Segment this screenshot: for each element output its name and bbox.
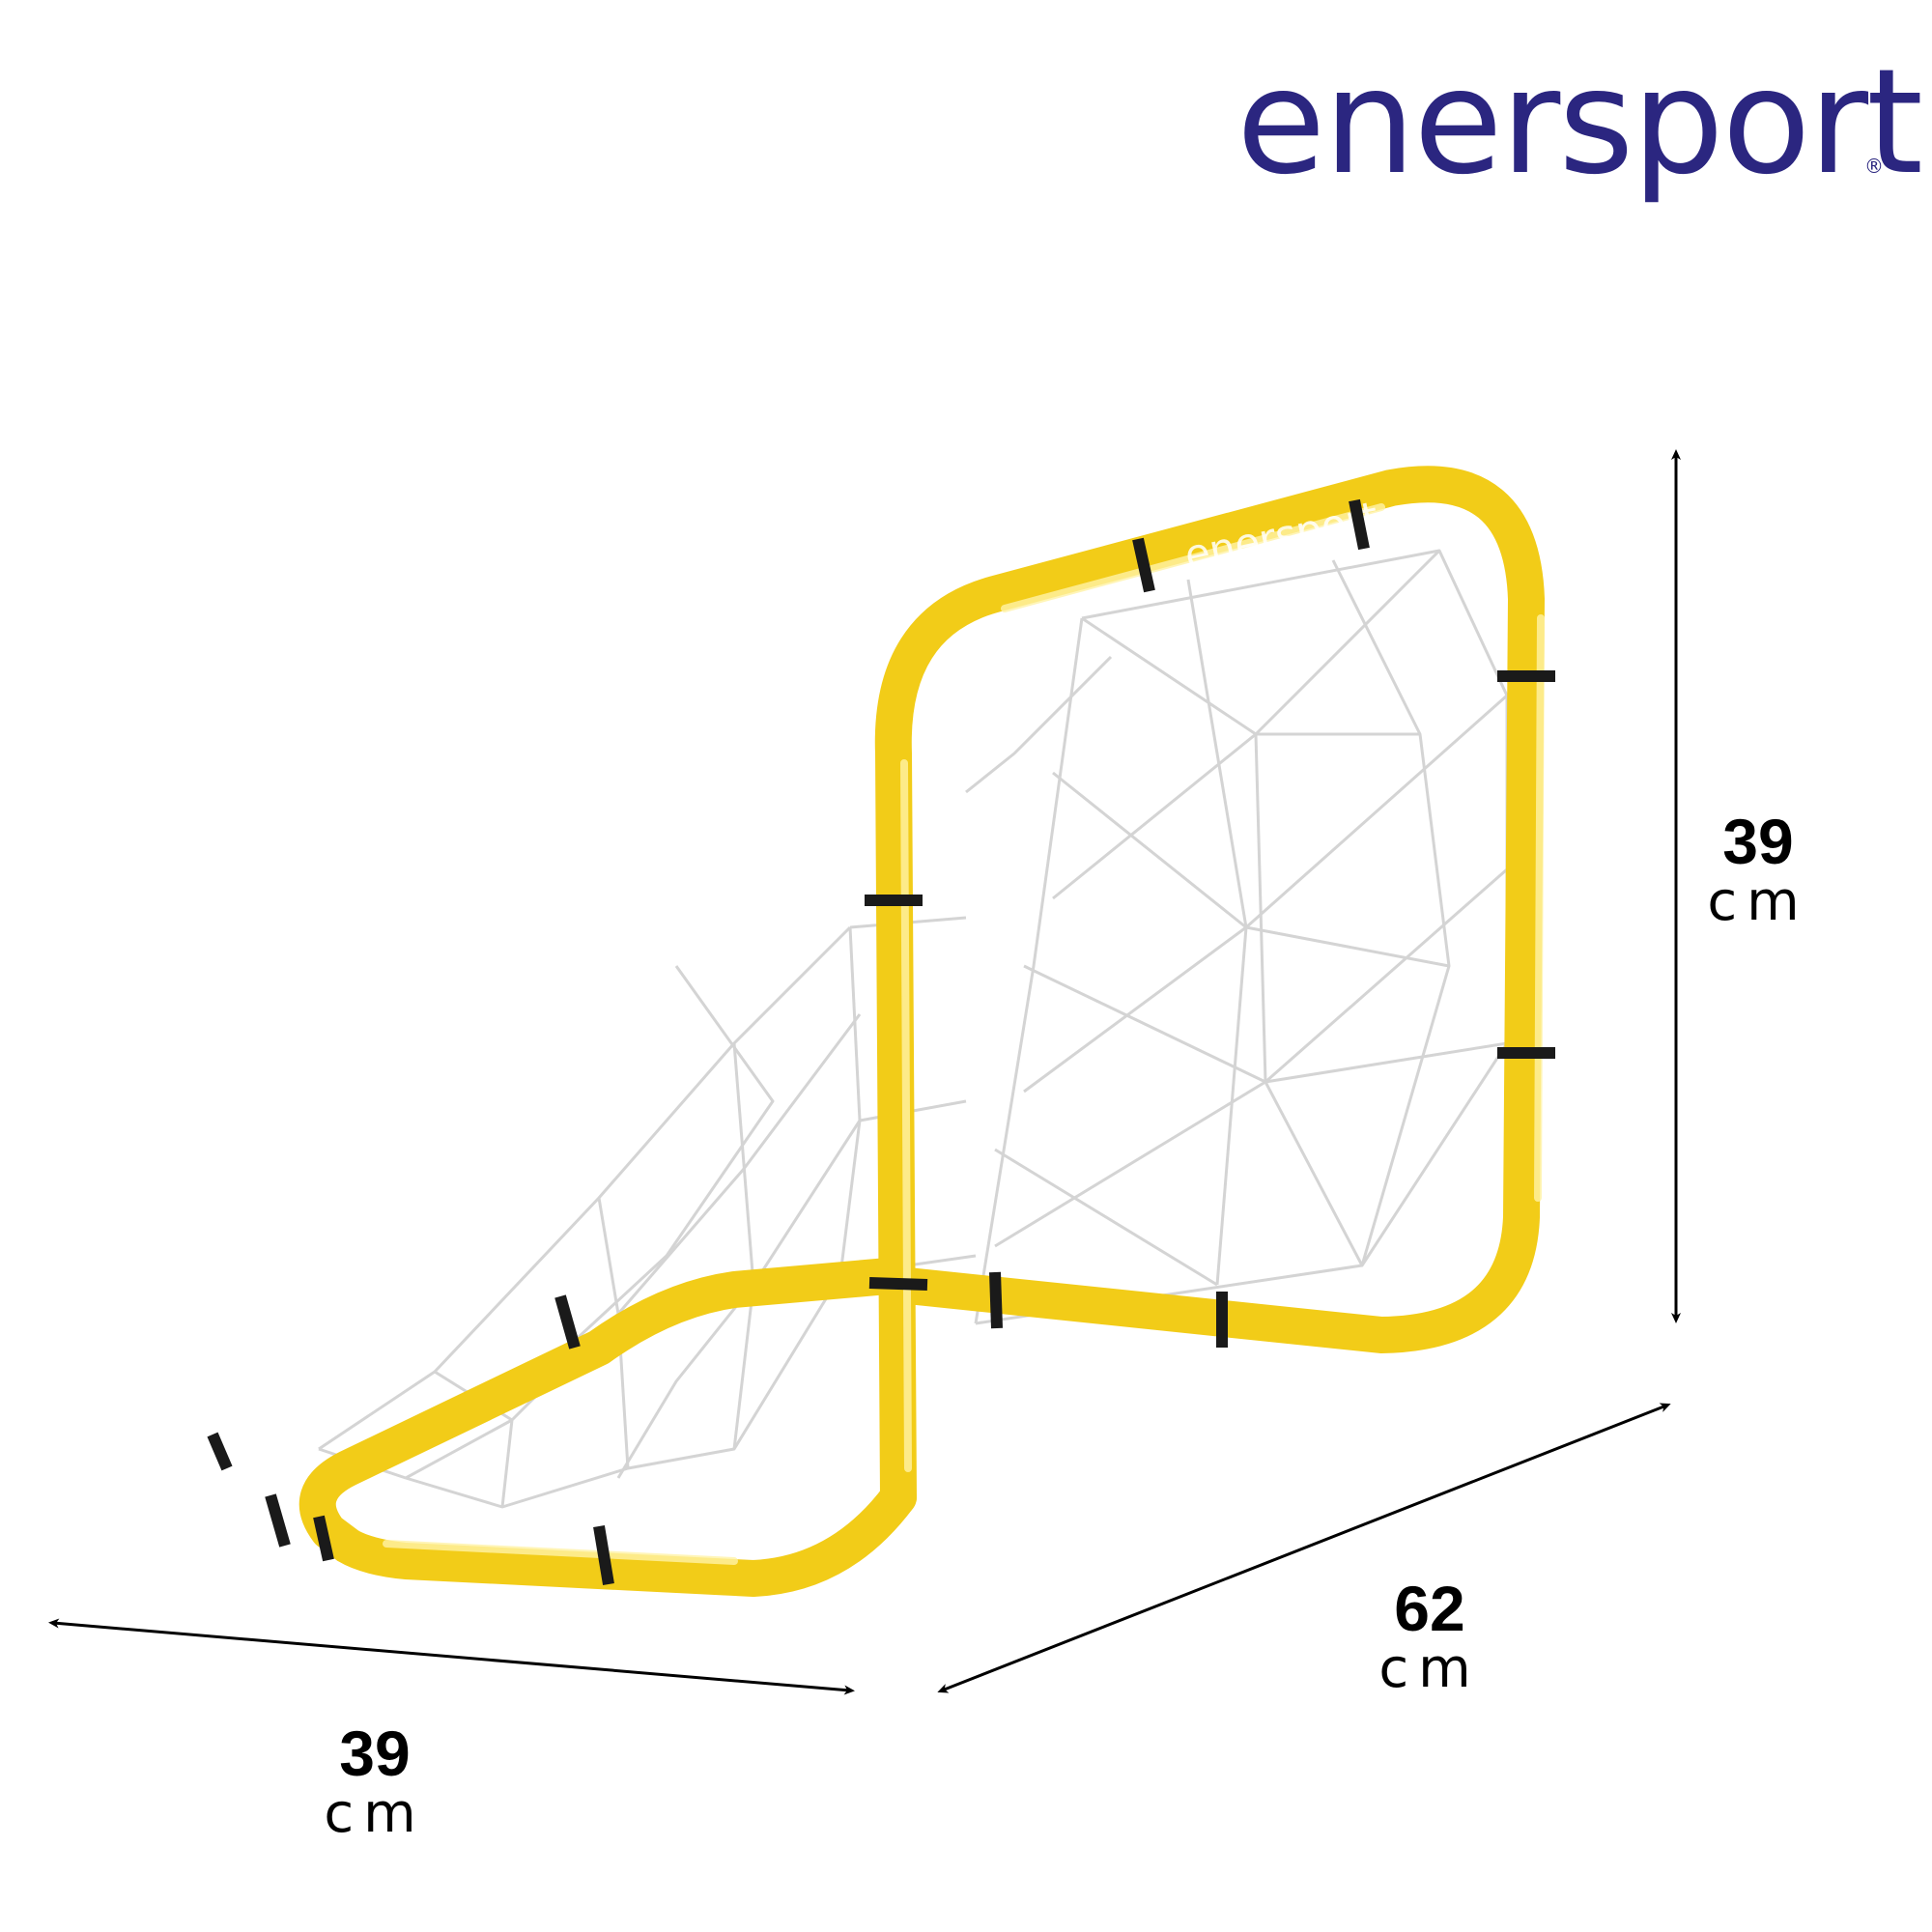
height-unit: cm <box>1707 870 1809 933</box>
depth-arrow <box>937 1403 1671 1693</box>
frame-straps <box>207 498 1555 1585</box>
depth-value: 62 <box>1394 1573 1465 1644</box>
depth-dimension-label: 62 cm <box>1362 1577 1497 1696</box>
width-value: 39 <box>339 1718 411 1789</box>
width-arrow <box>48 1618 855 1695</box>
height-dimension-label: 39 cm <box>1690 810 1826 929</box>
depth-unit: cm <box>1378 1637 1481 1700</box>
goal-frame <box>298 466 1545 1597</box>
width-dimension-label: 39 cm <box>307 1721 442 1841</box>
width-unit: cm <box>324 1782 426 1845</box>
height-value: 39 <box>1722 806 1794 877</box>
registered-mark: ® <box>1864 155 1884 178</box>
brand-logo: enersport <box>1236 39 1923 207</box>
